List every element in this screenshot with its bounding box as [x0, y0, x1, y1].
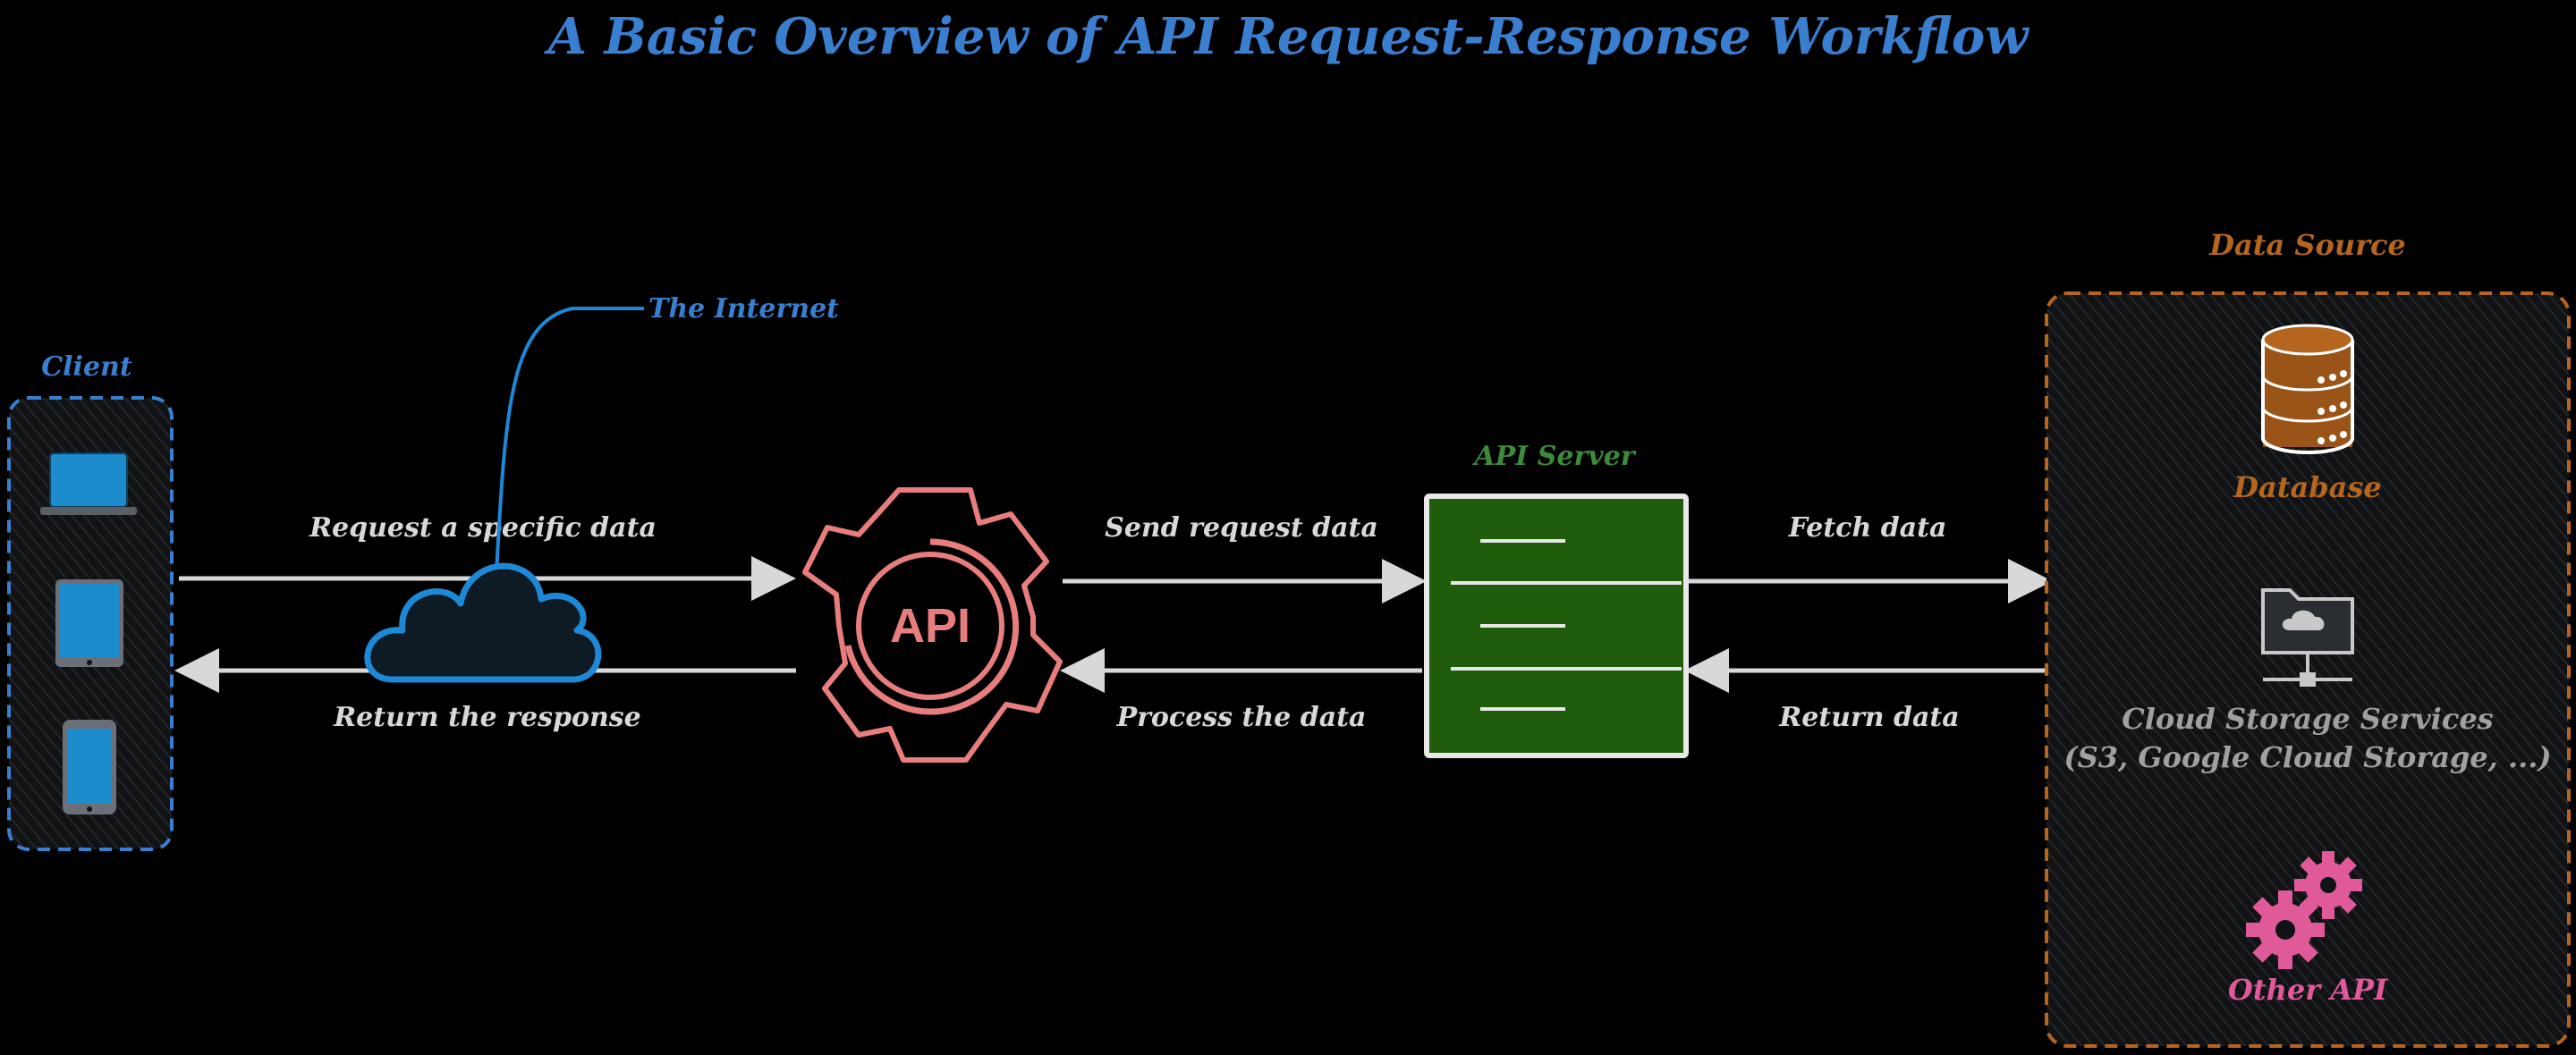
api-server: API Server — [1424, 441, 1689, 758]
process-data-label: Process the data — [1116, 702, 1367, 733]
client-label: Client — [41, 351, 132, 383]
phone-icon — [63, 720, 116, 814]
data-source-group: Data Source Database Cloud Storage Servi… — [2045, 228, 2571, 1048]
cloud-storage-label: Cloud Storage Services — [2122, 702, 2493, 736]
data-source-label: Data Source — [2208, 228, 2406, 262]
internet-group: The Internet — [364, 293, 839, 683]
api-server-label: API Server — [1471, 441, 1636, 472]
return-response-label: Return the response — [333, 702, 641, 733]
api-inner-ring — [844, 538, 1020, 715]
fetch-data-label: Fetch data — [1788, 512, 1947, 544]
tablet-icon — [55, 579, 123, 667]
other-api-gears-icon — [2246, 851, 2362, 969]
database-label: Database — [2233, 470, 2381, 504]
other-api-label: Other API — [2228, 973, 2388, 1007]
cloud-storage-icon — [2261, 588, 2354, 687]
api-label: API — [890, 599, 970, 653]
send-request-label: Send request data — [1105, 512, 1378, 544]
request-label: Request a specific data — [309, 512, 657, 544]
api-gear-icon — [802, 487, 1063, 763]
laptop-icon — [40, 452, 137, 515]
diagram-title: A Basic Overview of API Request-Response… — [544, 7, 2030, 66]
cloud-icon — [364, 562, 602, 683]
internet-label: The Internet — [648, 293, 839, 325]
client-group: Client — [7, 351, 174, 851]
internet-callout-line — [495, 307, 644, 573]
return-data-label: Return data — [1778, 702, 1959, 733]
cloud-storage-sublabel: (S3, Google Cloud Storage, ...) — [2064, 740, 2552, 774]
database-icon — [2261, 324, 2354, 454]
api-gateway: API — [802, 487, 1063, 763]
